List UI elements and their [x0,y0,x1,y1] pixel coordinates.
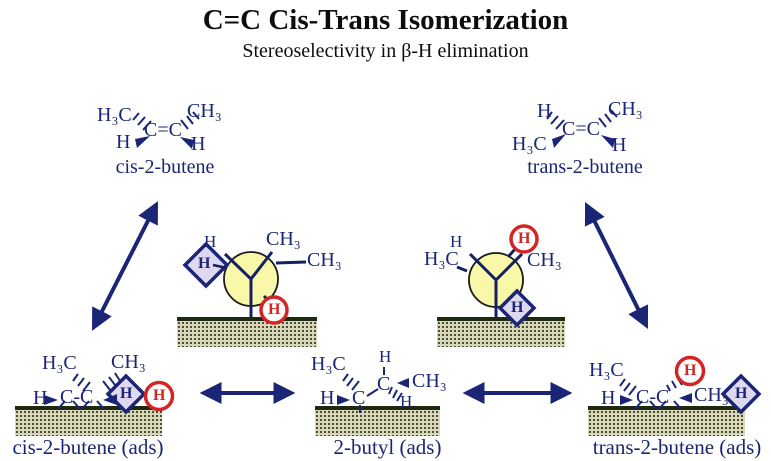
trans-ads-structure [619,355,762,415]
page-subtitle: Stereoselectivity in β-H elimination [242,40,529,62]
hash-wedge-bond [180,111,200,130]
solid-wedge-bond [337,395,350,405]
h-label: H [601,387,616,409]
cis-ads-structure [44,372,175,415]
h-diamond [182,241,230,289]
hash-wedge-bond [102,372,121,391]
arrow-trans-gas-ads [584,202,649,329]
ch3-label: CH₃ [694,384,729,406]
adsorption-bonds [57,400,105,410]
surface-newman-trans [437,317,565,347]
adsorption-bonds [634,400,682,410]
ch3-label: CH₃ [187,100,222,122]
h-label: H [379,347,392,366]
cc-double-label: C=C [144,119,182,141]
hash-wedge-bond [546,111,565,130]
front-bonds [468,252,524,318]
front-bonds [223,251,274,318]
ch3-label: CH₃ [608,98,643,120]
red-h-label: H [518,230,531,247]
h-label: H [400,392,413,411]
cc-single-label: C-C [636,386,670,408]
ch3-label: CH₃ [111,351,146,373]
surface-newman-cis [177,317,317,347]
diamond-h-label: H [120,385,133,402]
cis-ads-name: cis-2-butene (ads) [12,435,164,459]
h-label: H [116,131,131,153]
solid-wedge-bond [180,137,194,149]
diamond-h-bond [212,263,228,270]
h-label: H [537,100,552,122]
ch3-label: CH₃ [412,370,447,392]
diamond-h-label: H [198,255,211,272]
surface-cis-ads [15,406,162,436]
h3c-label: H₃C [424,248,459,270]
trans-gas-structure [546,109,618,148]
newman-trans-structure [456,224,539,328]
solid-wedge-bond [679,393,692,403]
h-label: H [191,133,206,155]
newman-cis-structure [182,241,307,325]
h3c-label: H₃C [589,359,624,381]
solid-wedge-bond [44,395,58,405]
h3c-label: H₃C [97,104,132,126]
butyl-ads-structure [337,367,409,413]
surface-butyl-ads [315,406,440,436]
c-label: C [352,387,366,409]
cis-gas-name: cis-2-butene [115,156,215,178]
h-red-circle [259,295,289,325]
c-c-bond [366,388,379,397]
red-h-label: H [153,387,166,404]
surface-trans-ads [588,406,745,436]
h-red-circle [674,355,706,387]
ch3-label: CH₃ [527,249,562,271]
diamond-h-label: H [511,299,524,316]
solid-wedge-bond [397,378,409,388]
red-h-label: H [268,301,281,318]
solid-wedge-bond [135,136,150,148]
solid-wedge-bond [601,135,615,148]
solid-wedge-bond [620,395,633,405]
solid-wedge-bond [552,134,566,148]
c-label: C [377,373,391,395]
h-label: H [450,232,463,251]
h-red-circle [143,380,175,412]
h3c-label: H₃C [512,133,547,155]
cc-double-label: C=C [562,118,600,140]
cis-gas-structure [132,111,200,149]
h3c-label: H₃C [311,353,346,375]
red-h-label: H [684,362,697,379]
h-label: H [320,387,335,409]
h-label: H [612,134,627,156]
ch3-label: CH₃ [266,228,301,250]
cc-single-label: C-C [60,386,94,408]
h3c-label: H₃C [42,352,77,374]
hash-wedge-bond [132,112,152,131]
ch3-label: CH₃ [307,249,342,271]
hash-wedge-bond [342,373,360,391]
trans-gas-name: trans-2-butene [527,156,643,178]
trans-ads-name: trans-2-butene (ads) [592,435,762,459]
hash-wedge-bond [388,386,403,402]
butyl-ads-name: 2-butyl (ads) [333,435,442,459]
h-diamond [720,373,762,415]
diamond-h-label: H [735,385,748,402]
h-diamond [497,288,537,328]
hash-wedge-bond [619,378,637,396]
equilibrium-arrows [92,201,649,404]
hash-wedge-bond [72,373,91,392]
h-label: H [204,232,217,251]
h-red-circle [509,224,539,254]
hash-wedge-bond [598,109,618,128]
solid-wedge-bond [103,394,117,405]
h-label: H [33,387,48,409]
arrow-cis-gas-ads [92,201,158,331]
page-title: C=C Cis-Trans Isomerization [202,4,569,36]
